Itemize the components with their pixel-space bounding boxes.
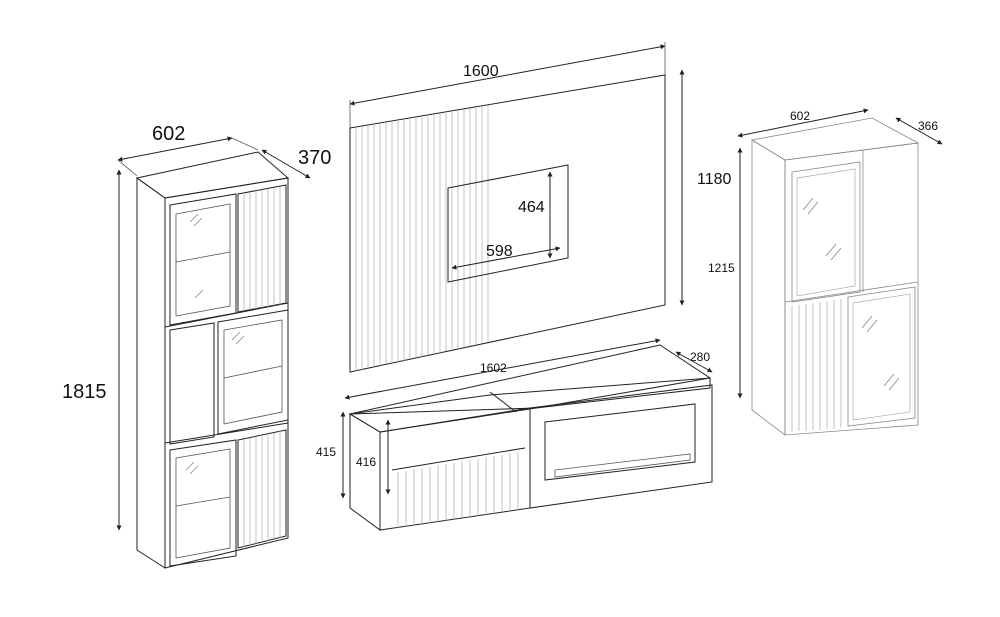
tv-unit-fluted-front xyxy=(397,452,519,528)
tall-cabinet-middle-door xyxy=(169,322,215,445)
cabinet-right-upper-glass-door xyxy=(791,161,861,303)
cabinet-right-fluted-panel xyxy=(791,299,842,432)
tv-unit-width-label: 1602 xyxy=(480,361,507,375)
wall-panel-height-label: 1180 xyxy=(697,171,732,188)
tall-cabinet-side xyxy=(136,177,166,569)
tall-cabinet-upper-glass-door xyxy=(169,193,237,326)
tv-unit-fireplace-front xyxy=(529,384,713,509)
cabinet-right-front xyxy=(784,142,919,436)
cabinet-right-side xyxy=(751,139,786,436)
fluted-panel-upper xyxy=(243,187,281,311)
tall-cabinet-lower-glass-door xyxy=(169,439,237,567)
wall-panel-cutout-height-label: 464 xyxy=(518,199,545,216)
tall-cabinet-top xyxy=(135,151,290,199)
tall-cabinet-middle-glass-door xyxy=(217,309,289,435)
tall-cabinet-left xyxy=(116,136,311,569)
wall-panel-width-label: 1600 xyxy=(463,63,499,80)
cabinet-right xyxy=(737,108,943,436)
tv-unit-drawer-front xyxy=(379,407,531,531)
cabinet-left-depth-label: 370 xyxy=(298,147,331,169)
tall-cabinet-front xyxy=(164,177,289,569)
wall-panel-fluted-section xyxy=(355,105,489,371)
fluted-panel-lower xyxy=(243,431,281,547)
tv-unit-depth-label: 280 xyxy=(690,350,710,364)
wall-panel-tv-cutout xyxy=(447,164,569,283)
wall-panel-cutout-width-label: 598 xyxy=(486,243,513,260)
tv-unit-height-outer-label: 415 xyxy=(316,445,336,459)
wall-panel-outline xyxy=(349,74,666,373)
cabinet-left-height-label: 1815 xyxy=(62,381,107,403)
tv-unit xyxy=(340,338,713,531)
tv-unit-height-inner-label: 416 xyxy=(356,455,376,469)
cabinet-right-height-label: 1215 xyxy=(708,261,735,275)
cabinet-right-depth-label: 366 xyxy=(918,119,938,133)
cabinet-right-width-label: 602 xyxy=(790,109,810,123)
cabinet-right-lower-glass-door xyxy=(847,286,916,427)
tv-unit-fireplace-opening xyxy=(544,403,696,481)
wall-panel xyxy=(349,42,685,373)
tv-unit-side xyxy=(349,413,381,531)
cabinet-left-width-label: 602 xyxy=(152,123,185,145)
